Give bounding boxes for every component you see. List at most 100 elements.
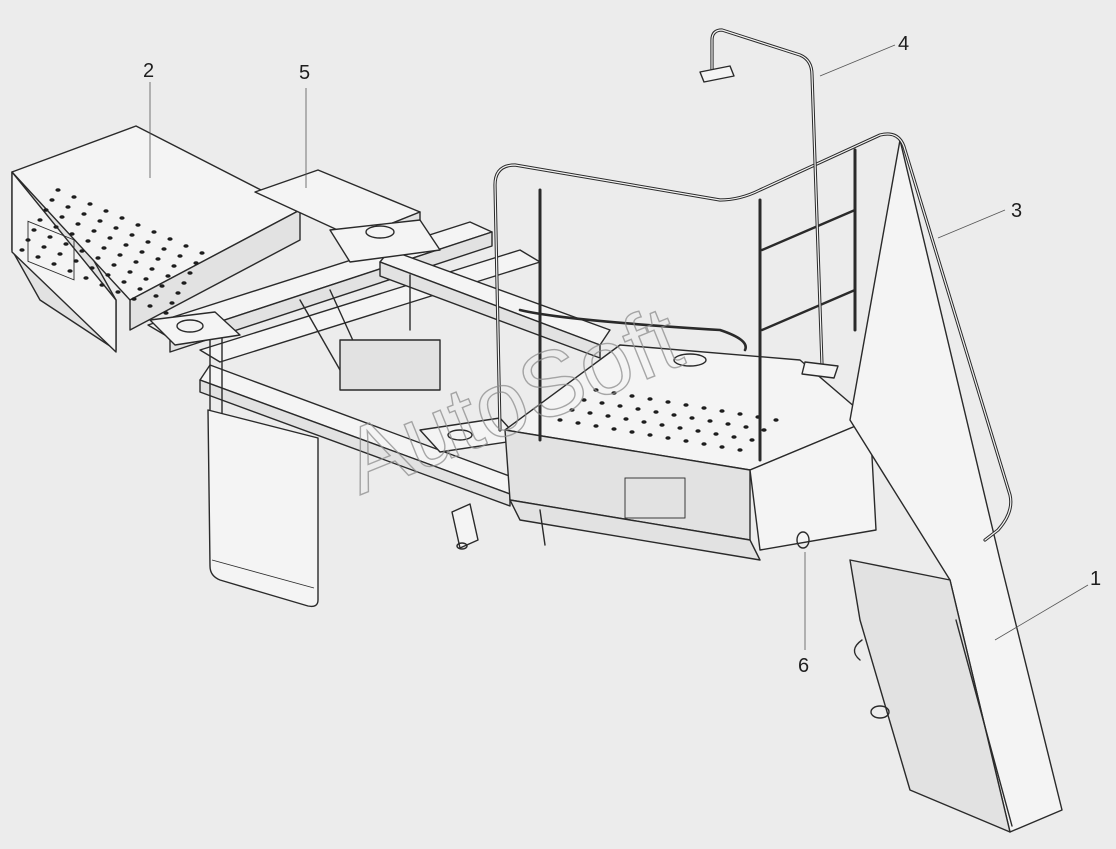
perforation-hole <box>743 425 749 429</box>
perforation-hole <box>581 398 587 402</box>
perforation-hole <box>575 421 581 425</box>
perforation-hole <box>731 435 737 439</box>
grab-handle <box>699 28 839 379</box>
perforation-hole <box>91 229 97 233</box>
perforation-hole <box>635 407 641 411</box>
perforation-hole <box>163 311 169 315</box>
perforation-hole <box>683 403 689 407</box>
perforation-hole <box>51 262 57 266</box>
handrail-large <box>493 132 1013 542</box>
perforation-hole <box>199 251 205 255</box>
perforation-hole <box>129 233 135 237</box>
perforation-hole <box>145 240 151 244</box>
perforation-hole <box>53 225 59 229</box>
perforation-hole <box>111 263 117 267</box>
perforation-hole <box>31 228 37 232</box>
perforation-hole <box>187 271 193 275</box>
perforation-hole <box>131 297 137 301</box>
right-platform <box>504 344 877 561</box>
perforation-hole <box>73 259 79 263</box>
perforation-hole <box>175 291 181 295</box>
perforation-hole <box>623 417 629 421</box>
perforation-hole <box>67 269 73 273</box>
perforation-hole <box>761 428 767 432</box>
perforation-hole <box>49 198 55 202</box>
perforation-hole <box>193 261 199 265</box>
perforation-hole <box>151 230 157 234</box>
perforation-hole <box>557 418 563 422</box>
perforation-hole <box>95 256 101 260</box>
perforation-hole <box>75 222 81 226</box>
perforation-hole <box>85 239 91 243</box>
perforation-hole <box>81 212 87 216</box>
perforation-hole <box>83 276 89 280</box>
perforation-hole <box>139 250 145 254</box>
perforation-hole <box>665 436 671 440</box>
perforation-hole <box>147 304 153 308</box>
perforation-hole <box>749 438 755 442</box>
perforation-hole <box>155 257 161 261</box>
perforation-hole <box>41 245 47 249</box>
perforation-hole <box>737 412 743 416</box>
mud-flap <box>207 409 319 608</box>
perforation-hole <box>159 284 165 288</box>
perforation-hole <box>647 433 653 437</box>
perforation-hole <box>57 252 63 256</box>
perforation-hole <box>153 294 159 298</box>
perforation-hole <box>69 232 75 236</box>
perforation-hole <box>713 432 719 436</box>
perforation-hole <box>133 260 139 264</box>
perforation-hole <box>659 423 665 427</box>
perforation-hole <box>149 267 155 271</box>
perforation-hole <box>119 216 125 220</box>
right-platform-perforations <box>557 388 779 452</box>
perforation-hole <box>25 238 31 242</box>
leader-lines <box>149 44 1089 650</box>
callout-6: 6 <box>798 655 809 677</box>
perforation-hole <box>701 406 707 410</box>
callout-2: 2 <box>143 60 154 82</box>
perforation-hole <box>71 195 77 199</box>
perforation-hole <box>103 209 109 213</box>
perforation-hole <box>689 416 695 420</box>
perforation-hole <box>593 388 599 392</box>
perforation-hole <box>183 244 189 248</box>
perforation-hole <box>719 445 725 449</box>
perforation-hole <box>107 236 113 240</box>
callout-1: 1 <box>1090 568 1101 590</box>
perforation-hole <box>35 255 41 259</box>
perforation-hole <box>171 264 177 268</box>
perforation-hole <box>177 254 183 258</box>
platform-perforations <box>19 188 205 315</box>
perforation-hole <box>671 413 677 417</box>
perforation-hole <box>169 301 175 305</box>
main-frame <box>147 219 611 507</box>
perforation-hole <box>629 430 635 434</box>
perforation-hole <box>87 202 93 206</box>
perforation-hole <box>605 414 611 418</box>
perforation-hole <box>79 249 85 253</box>
perforation-hole <box>143 277 149 281</box>
left-platform <box>11 125 301 353</box>
perforation-hole <box>181 281 187 285</box>
perforation-hole <box>695 429 701 433</box>
perforation-hole <box>47 235 53 239</box>
callout-4: 4 <box>898 33 909 55</box>
perforation-hole <box>115 290 121 294</box>
perforation-hole <box>677 426 683 430</box>
perforation-hole <box>43 208 49 212</box>
perforation-hole <box>167 237 173 241</box>
perforation-hole <box>63 242 69 246</box>
perforation-hole <box>89 266 95 270</box>
perforation-hole <box>101 246 107 250</box>
perforation-hole <box>19 248 25 252</box>
perforation-hole <box>773 418 779 422</box>
perforation-hole <box>123 243 129 247</box>
perforation-hole <box>683 439 689 443</box>
perforation-hole <box>117 253 123 257</box>
perforation-hole <box>653 410 659 414</box>
perforation-hole <box>707 419 713 423</box>
perforation-hole <box>127 270 133 274</box>
